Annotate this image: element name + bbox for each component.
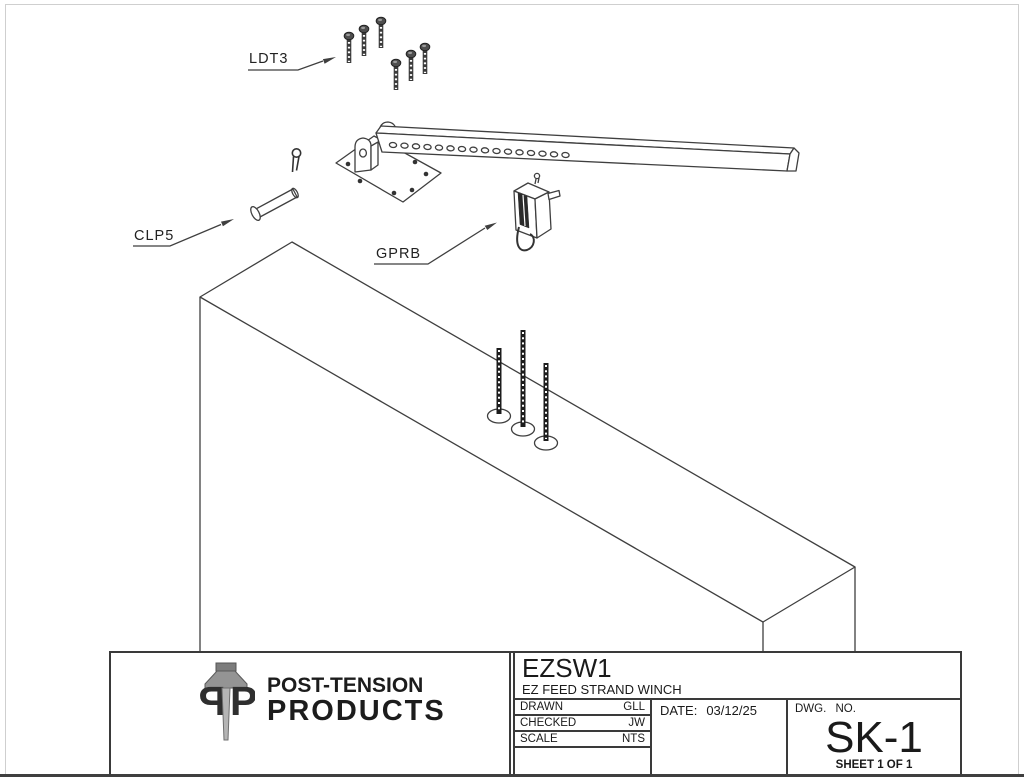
dwg-no: SK-1	[825, 713, 923, 762]
title-block-divider	[511, 653, 513, 774]
bracket-hole	[358, 148, 368, 158]
ldt3-leader	[248, 57, 336, 71]
date-label: DATE:	[660, 703, 698, 718]
dwg-no-label: DWG. NO.	[795, 703, 856, 715]
logo-panel: P P POST-TENSION PRODUCTS	[111, 653, 511, 774]
strand-1	[486, 348, 512, 424]
screw	[391, 59, 401, 90]
plate-hole	[412, 159, 418, 165]
label-gprb: GPRB	[376, 246, 422, 262]
field-row-drawn: DRAWN GLL	[515, 700, 650, 716]
title-block: P P POST-TENSION PRODUCTS EZSW1 EZ FEED …	[109, 651, 962, 776]
dwg-no-cell: DWG. NO. SK-1 SHEET 1 OF 1	[788, 700, 960, 774]
wall-top-face	[199, 241, 856, 623]
screw	[376, 17, 386, 48]
label-ldt3: LDT3	[249, 51, 289, 67]
field-label: CHECKED	[520, 717, 577, 729]
date-cell: DATE: 03/12/25	[652, 700, 788, 774]
plate-hole	[391, 190, 397, 196]
title-block-data: EZSW1 EZ FEED STRAND WINCH DRAWN GLL CHE…	[513, 653, 960, 774]
date-value: 03/12/25	[706, 703, 757, 718]
screw	[359, 25, 369, 56]
sheet-number: SHEET 1 OF 1	[835, 759, 913, 771]
gprb-side-pin	[547, 189, 561, 201]
winch-arm	[375, 125, 800, 172]
part-number-row: EZSW1 EZ FEED STRAND WINCH	[515, 653, 960, 700]
screw	[344, 32, 354, 63]
cotter-clip	[291, 148, 302, 173]
arrowhead	[221, 219, 234, 227]
field-value: JW	[628, 717, 645, 729]
screw	[406, 50, 416, 81]
field-value: GLL	[623, 701, 645, 713]
logo-line1: POST-TENSION	[267, 674, 424, 697]
logo-anchor-mark: P P	[199, 662, 255, 741]
gprb-wire-loop	[516, 226, 535, 252]
part-description: EZ FEED STRAND WINCH	[522, 682, 682, 697]
field-label: DRAWN	[520, 701, 564, 713]
monogram-p-left: P	[199, 678, 226, 724]
screw	[420, 43, 430, 74]
approval-fields: DRAWN GLL CHECKED JW SCALE NTS	[515, 700, 652, 774]
screw-set	[344, 17, 430, 90]
logo-line2: PRODUCTS	[267, 695, 446, 727]
gprb-block	[513, 172, 561, 252]
field-row-checked: CHECKED JW	[515, 716, 650, 732]
plate-hole	[345, 161, 351, 167]
clp5-leader	[133, 219, 234, 247]
arm-holes	[388, 141, 570, 159]
strand-group	[486, 330, 559, 451]
sheet-bottom-line	[0, 774, 1024, 777]
field-row-scale: SCALE NTS	[515, 732, 650, 748]
arrowhead	[322, 57, 336, 64]
field-value: NTS	[622, 733, 645, 745]
company-logo: P P POST-TENSION PRODUCTS	[197, 662, 446, 766]
hinge-bracket	[354, 137, 379, 173]
arrowhead	[484, 222, 497, 230]
field-label: SCALE	[520, 733, 558, 745]
plate-hole	[409, 187, 415, 193]
logo-text: POST-TENSION PRODUCTS	[267, 662, 446, 766]
label-clp5: CLP5	[134, 228, 175, 244]
plate-hole	[423, 171, 429, 177]
gprb-leader	[374, 222, 497, 265]
strand-3	[533, 363, 559, 451]
clp5-pin	[250, 187, 299, 221]
monogram-p-right: P	[230, 678, 255, 724]
arm-end-cap	[786, 147, 800, 172]
strand-2	[510, 330, 536, 437]
part-number: EZSW1	[522, 653, 612, 683]
plate-hole	[357, 178, 363, 184]
wall-block	[199, 241, 856, 651]
